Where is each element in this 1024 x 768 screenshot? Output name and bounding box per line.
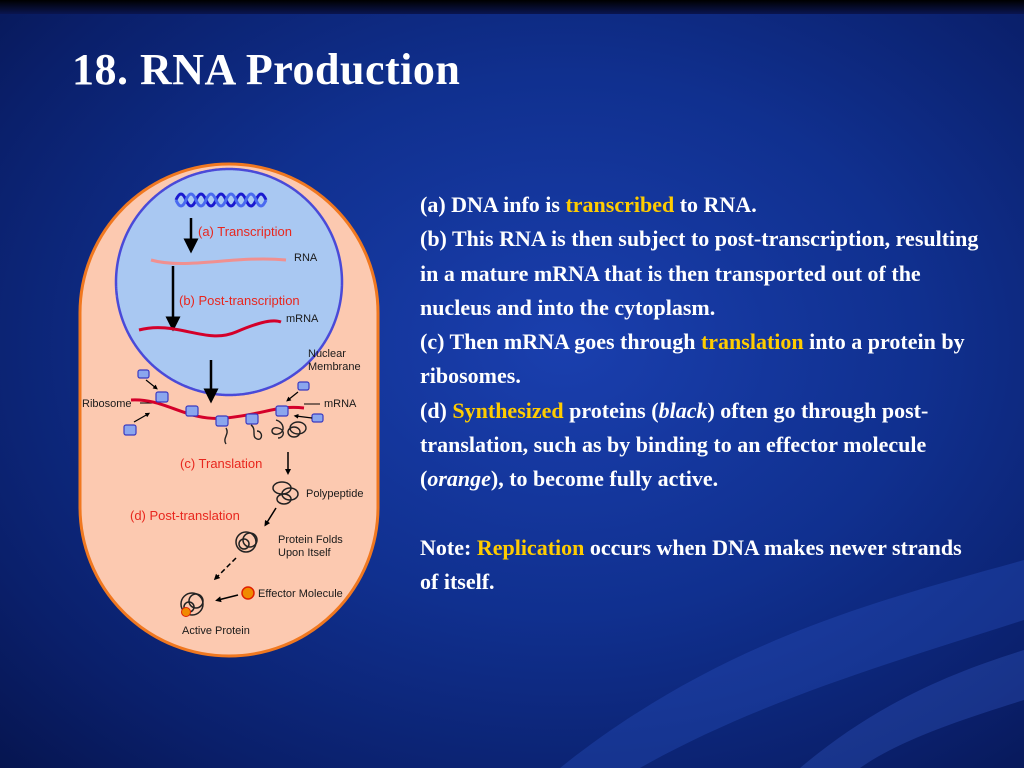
top-bar [0,0,1024,14]
ribosome-icons [123,369,324,436]
label-mrna: mRNA [286,313,319,325]
note-b: (b) This RNA is then subject to post-tra… [420,226,979,320]
rna-strand [150,257,287,266]
note-d: (d) Synthesized proteins (black) often g… [420,397,929,492]
polypeptide-coils-icon [224,419,307,445]
nucleus [114,167,344,397]
dna-helix-icon [174,192,268,208]
folded-protein-icon [235,531,258,553]
polypeptide-icon [272,481,299,505]
label-rna: RNA [294,252,318,264]
label-transcription: (a) Transcription [198,224,292,239]
label-active-protein: Active Protein [182,625,250,637]
label-mrna-cytoplasm: mRNA [324,398,357,410]
label-polypeptide: Polypeptide [306,488,364,500]
notes-text-block: (a) DNA info is transcribed to RNA. (b) … [420,188,980,599]
label-effector: Effector Molecule [258,588,343,600]
highlight-transcribed: transcribed [565,192,675,217]
slide-title: 18. RNA Production [72,45,461,94]
note-a: (a) DNA info is transcribed to RNA. [420,192,757,217]
italic-black: black [658,397,708,423]
italic-orange: orange [427,466,491,492]
note-replication: Note: Replication occurs when DNA makes … [420,534,962,594]
label-translation: (c) Translation [180,456,262,471]
label-post-transcription: (b) Post-transcription [179,293,300,308]
rna-production-diagram: (a) Transcription RNA (b) Post-transcrip… [78,162,380,658]
highlight-synthesized: Synthesized [452,397,564,423]
label-post-translation: (d) Post-translation [130,508,240,523]
note-c: (c) Then mRNA goes through translation i… [420,329,965,389]
effector-molecule-icon [241,586,255,600]
label-nuclear: Nuclear [308,348,346,360]
highlight-replication: Replication [476,534,585,560]
label-upon-itself: Upon Itself [278,547,332,559]
label-protein-folds: Protein Folds [278,534,343,546]
label-membrane: Membrane [308,361,361,373]
highlight-translation: translation [700,329,804,355]
mrna-strand [138,319,282,338]
label-ribosome: Ribosome [82,398,132,410]
